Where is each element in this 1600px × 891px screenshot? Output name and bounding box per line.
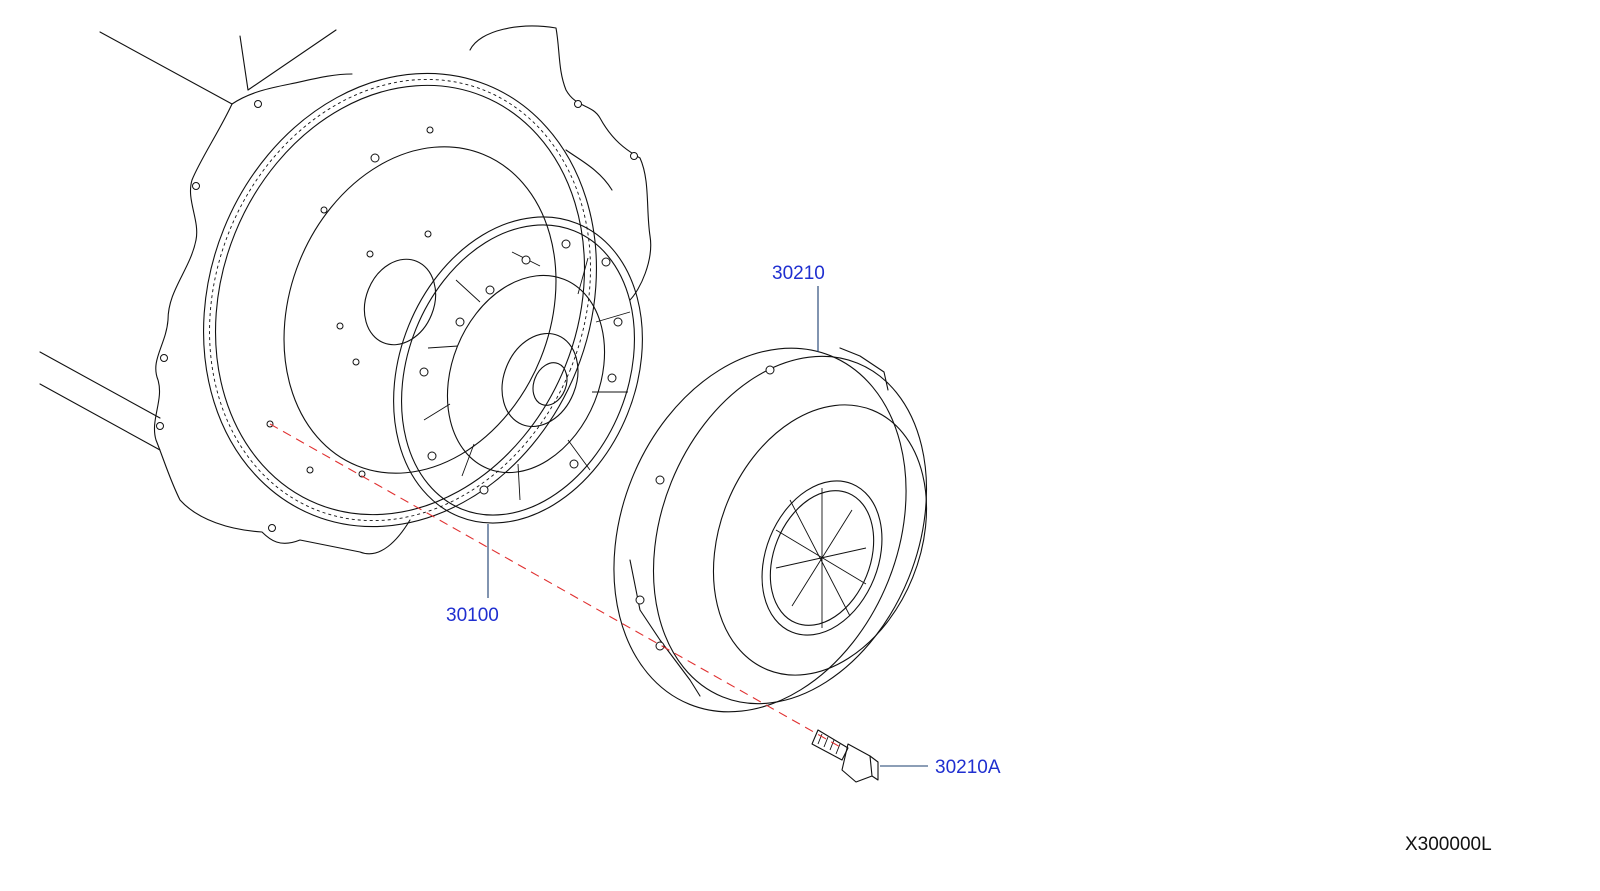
- callout-clutch-disc[interactable]: 30100: [446, 605, 499, 626]
- flywheel: [203, 72, 597, 528]
- callout-pressure-plate[interactable]: 30210: [772, 263, 825, 284]
- engine-block-outline: [39, 25, 652, 555]
- pressure-plate: [613, 347, 928, 713]
- clutch-disc: [393, 216, 643, 524]
- callout-bolt[interactable]: 30210A: [935, 757, 1001, 778]
- bolt: [811, 729, 879, 783]
- diagram-code: X300000L: [1405, 834, 1492, 855]
- alignment-line: [269, 423, 843, 749]
